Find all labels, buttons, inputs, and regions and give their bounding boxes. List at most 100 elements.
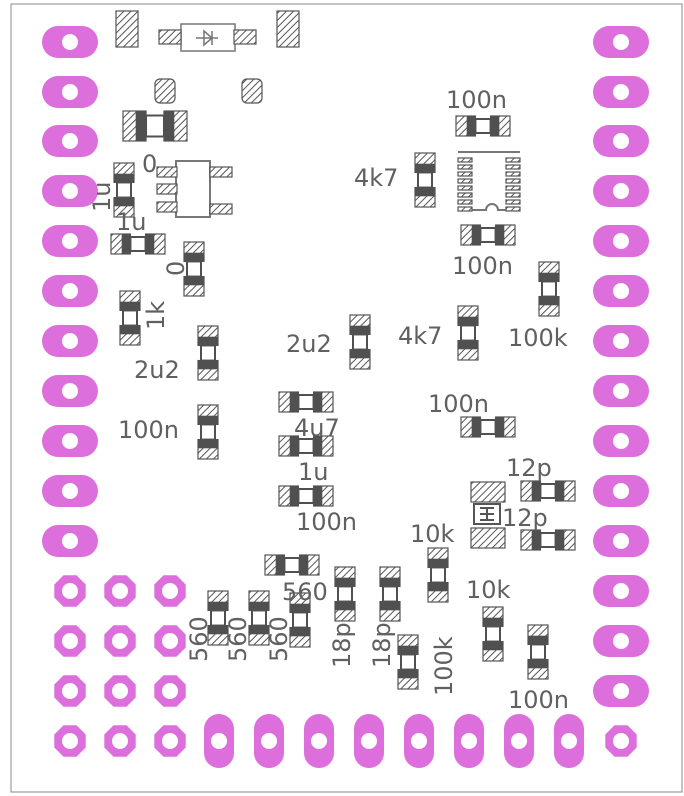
header-pad-right-12: [593, 575, 649, 607]
header-pad-right-10: [593, 475, 649, 507]
c16: [527, 624, 549, 680]
header-pad-right-9: [593, 425, 649, 457]
label-c10: 18p: [368, 622, 396, 668]
label-c13: 100n: [428, 390, 489, 418]
ic2-pin-left-6: [457, 192, 473, 198]
c4: [197, 404, 219, 460]
label-r5: 560: [185, 616, 213, 662]
header-pad-left-9: [42, 425, 98, 457]
component-labels: 0 1u 1u 0 1k 2u2 100n 2u2 4u7 1u 100n 56…: [88, 86, 569, 714]
grid-pad-2-1: [154, 625, 186, 657]
bottom-pad-3: [304, 714, 334, 768]
c12: [460, 224, 516, 246]
label-r6: 560: [224, 616, 252, 662]
diode-pad-right: [233, 29, 257, 45]
label-r9: 4k7: [354, 164, 398, 192]
header-pad-right-7: [593, 325, 649, 357]
c8: [278, 485, 334, 507]
label-c16: 100n: [508, 686, 569, 714]
r12: [427, 547, 449, 603]
label-c11: 100n: [446, 86, 507, 114]
crystal-symbol: [480, 507, 494, 521]
header-pad-left-11: [42, 525, 98, 557]
label-r7: 560: [265, 616, 293, 662]
r11: [538, 261, 560, 317]
header-pad-right-5: [593, 225, 649, 257]
r1-0ohm: [122, 110, 188, 142]
bottom-pad-6: [454, 714, 484, 768]
bottom-pad-8: [554, 714, 584, 768]
c9: [334, 566, 356, 622]
grid-pad-1-3: [104, 725, 136, 757]
ic1-pin4: [209, 166, 233, 178]
header-pad-right-14: [593, 675, 649, 707]
r7: [289, 592, 311, 648]
label-c4: 100n: [118, 416, 179, 444]
grid-pad-0-3: [54, 725, 86, 757]
ic1-pin2: [156, 183, 178, 195]
label-c3: 2u2: [134, 356, 180, 384]
grid-pad-0-1: [54, 625, 86, 657]
label-c2: 1u: [116, 208, 146, 236]
label-c5: 2u2: [286, 330, 332, 358]
label-r2: 0: [162, 261, 190, 276]
header-pad-left-10: [42, 475, 98, 507]
r10: [457, 305, 479, 361]
header-pad-right-13: [593, 625, 649, 657]
header-pad-left-2: [42, 76, 98, 108]
label-r1: 0: [142, 150, 157, 178]
ic2-pin-right-8: [505, 206, 521, 212]
c2: [110, 233, 166, 255]
grid-pad-2-0: [154, 575, 186, 607]
header-pad-right-11: [593, 525, 649, 557]
ic2-pin-right-4: [505, 178, 521, 184]
grid-pad-1-1: [104, 625, 136, 657]
label-r3: 1k: [142, 301, 170, 330]
header-pad-right-8: [593, 375, 649, 407]
label-c14: 12p: [506, 454, 552, 482]
pad-top-right: [276, 10, 300, 48]
through-hole-pads: [42, 26, 649, 768]
ic2-pin-right-2: [505, 164, 521, 170]
c11: [455, 115, 511, 137]
header-pad-right-3: [593, 125, 649, 157]
ic2-pin-left-8: [457, 206, 473, 212]
ic2-pin-right-6: [505, 192, 521, 198]
c15: [520, 529, 576, 551]
header-pad-right-2: [593, 76, 649, 108]
grid-pad-1-0: [104, 575, 136, 607]
bottom-pad-5: [404, 714, 434, 768]
header-pad-left-1: [42, 26, 98, 58]
ic2-pin-left-4: [457, 178, 473, 184]
c7: [278, 435, 334, 457]
ic1-pin3: [156, 201, 178, 213]
ic1-body: [175, 160, 211, 218]
r6: [248, 590, 270, 646]
crystal-body: [473, 503, 501, 525]
label-r12: 10k: [410, 520, 455, 548]
header-pad-right-1: [593, 26, 649, 58]
pad-round-2: [241, 78, 263, 104]
label-r4: 560: [282, 578, 328, 606]
grid-pad-1-2: [104, 675, 136, 707]
bottom-pad-1: [204, 714, 234, 768]
label-c1: 1u: [88, 182, 116, 212]
c3: [197, 325, 219, 381]
label-r11: 100k: [508, 324, 568, 352]
c10: [379, 566, 401, 622]
header-pad-left-3: [42, 125, 98, 157]
label-c7: 1u: [298, 458, 328, 486]
bottom-pad-7: [504, 714, 534, 768]
c1: [113, 162, 135, 218]
r8: [397, 634, 419, 690]
c6: [278, 391, 334, 413]
smd-footprints: [110, 10, 576, 690]
corner-pad: [605, 725, 637, 757]
ic2-pin-left-7: [457, 199, 473, 205]
diode-symbol: [196, 29, 218, 47]
grid-pad-0-0: [54, 575, 86, 607]
r4: [264, 554, 320, 576]
pad-round-1: [154, 78, 176, 104]
ic2-pin-right-3: [505, 171, 521, 177]
ic2-pin-right-1: [505, 157, 521, 163]
